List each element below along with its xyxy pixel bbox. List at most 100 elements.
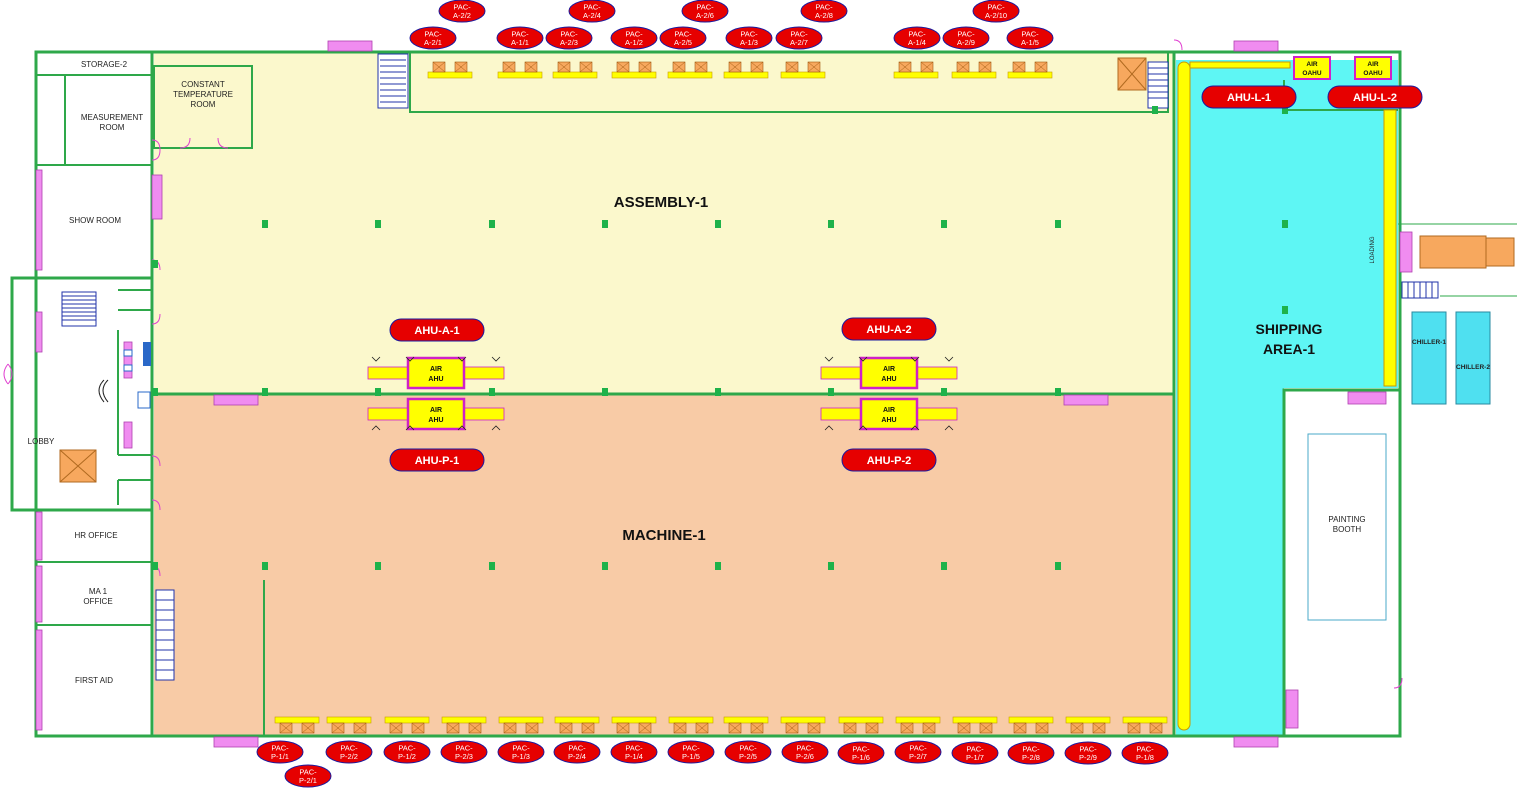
svg-text:P-1/4: P-1/4 (625, 752, 643, 761)
svg-text:A-2/9: A-2/9 (957, 38, 975, 47)
pac-unit (1008, 716, 1054, 734)
pac-tag: PAC-P-2/7 (894, 740, 942, 764)
painting-booth-label-2: BOOTH (1333, 525, 1362, 534)
truck-icon (1398, 223, 1517, 297)
svg-text:PAC-: PAC- (398, 744, 416, 753)
pac-unit (667, 61, 713, 79)
pac-tag: PAC-P-2/9 (1064, 741, 1112, 765)
svg-text:P-1/8: P-1/8 (1136, 753, 1154, 762)
svg-text:PAC-: PAC- (424, 30, 442, 39)
column-marker (262, 388, 268, 396)
show-room-label: SHOW ROOM (69, 216, 121, 225)
toilet-fixtures (98, 342, 151, 409)
svg-text:A-2/4: A-2/4 (583, 11, 601, 20)
machine-floor (154, 394, 1174, 736)
svg-text:P-2/3: P-2/3 (455, 752, 473, 761)
pac-unit (384, 716, 430, 734)
svg-text:PAC-: PAC- (987, 3, 1005, 12)
pac-unit (838, 716, 884, 734)
svg-text:A-2/3: A-2/3 (560, 38, 578, 47)
svg-text:AHU-L-1: AHU-L-1 (1227, 92, 1271, 104)
svg-text:P-2/2: P-2/2 (340, 752, 358, 761)
pac-tag: PAC-A-1/4 (893, 26, 941, 50)
pac-unit (497, 61, 543, 79)
svg-text:AHU: AHU (428, 376, 443, 383)
first-aid-label: FIRST AID (75, 676, 113, 685)
svg-text:P-2/6: P-2/6 (796, 752, 814, 761)
svg-text:AHU: AHU (881, 417, 896, 424)
pac-tag: PAC-P-2/2 (325, 740, 373, 764)
column-marker (262, 220, 268, 228)
column-marker (1282, 306, 1288, 314)
lift-icon (59, 57, 1147, 483)
office-partitions (36, 65, 253, 626)
svg-text:A-2/2: A-2/2 (453, 11, 471, 20)
column-marker (602, 220, 608, 228)
pac-tag: PAC-P-2/8 (1007, 741, 1055, 765)
svg-text:PAC-: PAC- (1079, 745, 1097, 754)
svg-text:AHU-A-1: AHU-A-1 (414, 325, 459, 337)
pac-tag: PAC-A-2/1 (409, 26, 457, 50)
svg-text:P-2/9: P-2/9 (1079, 753, 1097, 762)
svg-text:PAC-: PAC- (740, 30, 758, 39)
svg-text:PAC-: PAC- (299, 768, 317, 777)
measurement-label-2: ROOM (100, 123, 125, 132)
column-marker (715, 220, 721, 228)
svg-text:A-1/2: A-1/2 (625, 38, 643, 47)
svg-text:PAC-: PAC- (340, 744, 358, 753)
svg-text:A-2/1: A-2/1 (424, 38, 442, 47)
column-marker (489, 388, 495, 396)
column-marker (489, 220, 495, 228)
column-marker (828, 220, 834, 228)
painting-booth (1307, 433, 1387, 621)
pac-unit (780, 716, 826, 734)
pac-tag: PAC-A-2/4 (568, 0, 616, 23)
outer-wall (34, 50, 1402, 738)
svg-text:PAC-: PAC- (957, 30, 975, 39)
svg-text:PAC-: PAC- (682, 744, 700, 753)
column-marker (152, 388, 158, 396)
svg-text:PAC-: PAC- (790, 30, 808, 39)
column-marker (375, 220, 381, 228)
ma-office-label-1: MA 1 (89, 587, 108, 596)
svg-text:OAHU: OAHU (1363, 70, 1382, 77)
column-marker (1152, 106, 1158, 114)
pac-tag: PAC-P-1/5 (667, 740, 715, 764)
pac-tag: PAC-A-2/8 (800, 0, 848, 23)
ahu-tag: AHU-A-1 (389, 318, 485, 342)
svg-text:PAC-: PAC- (625, 744, 643, 753)
svg-text:PAC-: PAC- (455, 744, 473, 753)
measurement-label-1: MEASUREMENT (81, 113, 143, 122)
pac-unit (441, 716, 487, 734)
column-marker (941, 220, 947, 228)
pac-unit (427, 61, 473, 79)
svg-text:A-2/6: A-2/6 (696, 11, 714, 20)
chiller-1-label: CHILLER-1 (1412, 339, 1446, 346)
column-marker (375, 388, 381, 396)
column-marker (152, 562, 158, 570)
column-marker (828, 388, 834, 396)
pac-unit (951, 61, 997, 79)
svg-text:A-2/10: A-2/10 (985, 11, 1007, 20)
svg-text:PAC-: PAC- (271, 744, 289, 753)
shipping-floor (1176, 60, 1398, 736)
svg-text:PAC-: PAC- (908, 30, 926, 39)
pac-tag: PAC-P-1/3 (497, 740, 545, 764)
svg-text:A-1/4: A-1/4 (908, 38, 926, 47)
pac-unit (611, 61, 657, 79)
svg-text:PAC-: PAC- (815, 3, 833, 12)
svg-text:P-1/1: P-1/1 (271, 752, 289, 761)
ahu-tag: AHU-P-1 (389, 448, 485, 472)
ahu-tag: AHU-P-2 (841, 448, 937, 472)
pac-tag: PAC-A-2/10 (972, 0, 1020, 23)
svg-text:PAC-: PAC- (696, 3, 714, 12)
svg-text:AIR: AIR (430, 407, 442, 414)
column-marker (1282, 106, 1288, 114)
chiller-2-label: CHILLER-2 (1456, 364, 1490, 371)
